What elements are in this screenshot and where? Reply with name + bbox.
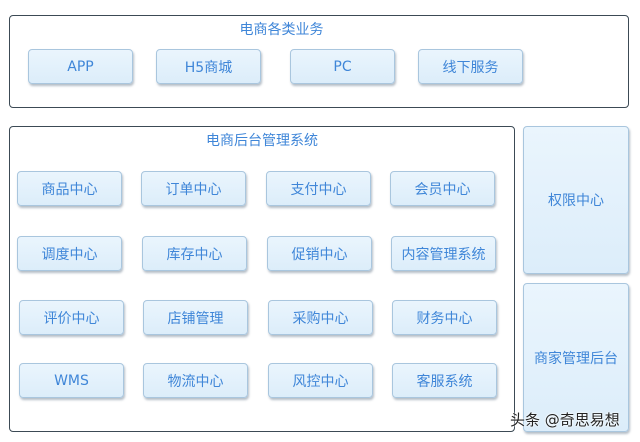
module: 物流中心 (143, 363, 248, 398)
module: 评价中心 (19, 300, 124, 335)
module: 促销中心 (267, 236, 372, 271)
module: 内容管理系统 (391, 236, 496, 271)
module: 会员中心 (390, 171, 495, 206)
module: 店铺管理 (143, 300, 248, 335)
backend-title: 电商后台管理系统 (206, 133, 318, 149)
module: 支付中心 (266, 171, 371, 206)
module: 调度中心 (17, 236, 122, 271)
frontend-title: 电商各类业务 (239, 22, 324, 38)
module: 财务中心 (392, 300, 497, 335)
frontend-h5: H5商城 (156, 49, 261, 84)
module: 客服系统 (392, 363, 497, 398)
module: WMS (19, 363, 124, 398)
frontend-offline: 线下服务 (418, 49, 523, 84)
module: 商品中心 (17, 171, 122, 206)
frontend-pc: PC (290, 49, 395, 84)
module: 库存中心 (142, 236, 247, 271)
frontend-app: APP (28, 49, 133, 84)
module: 订单中心 (141, 171, 246, 206)
merchant-admin: 商家管理后台 (523, 283, 629, 432)
permission-center: 权限中心 (523, 126, 629, 274)
module: 风控中心 (268, 363, 373, 398)
module: 采购中心 (268, 300, 373, 335)
watermark: 头条 @奇思易想 (510, 411, 620, 429)
